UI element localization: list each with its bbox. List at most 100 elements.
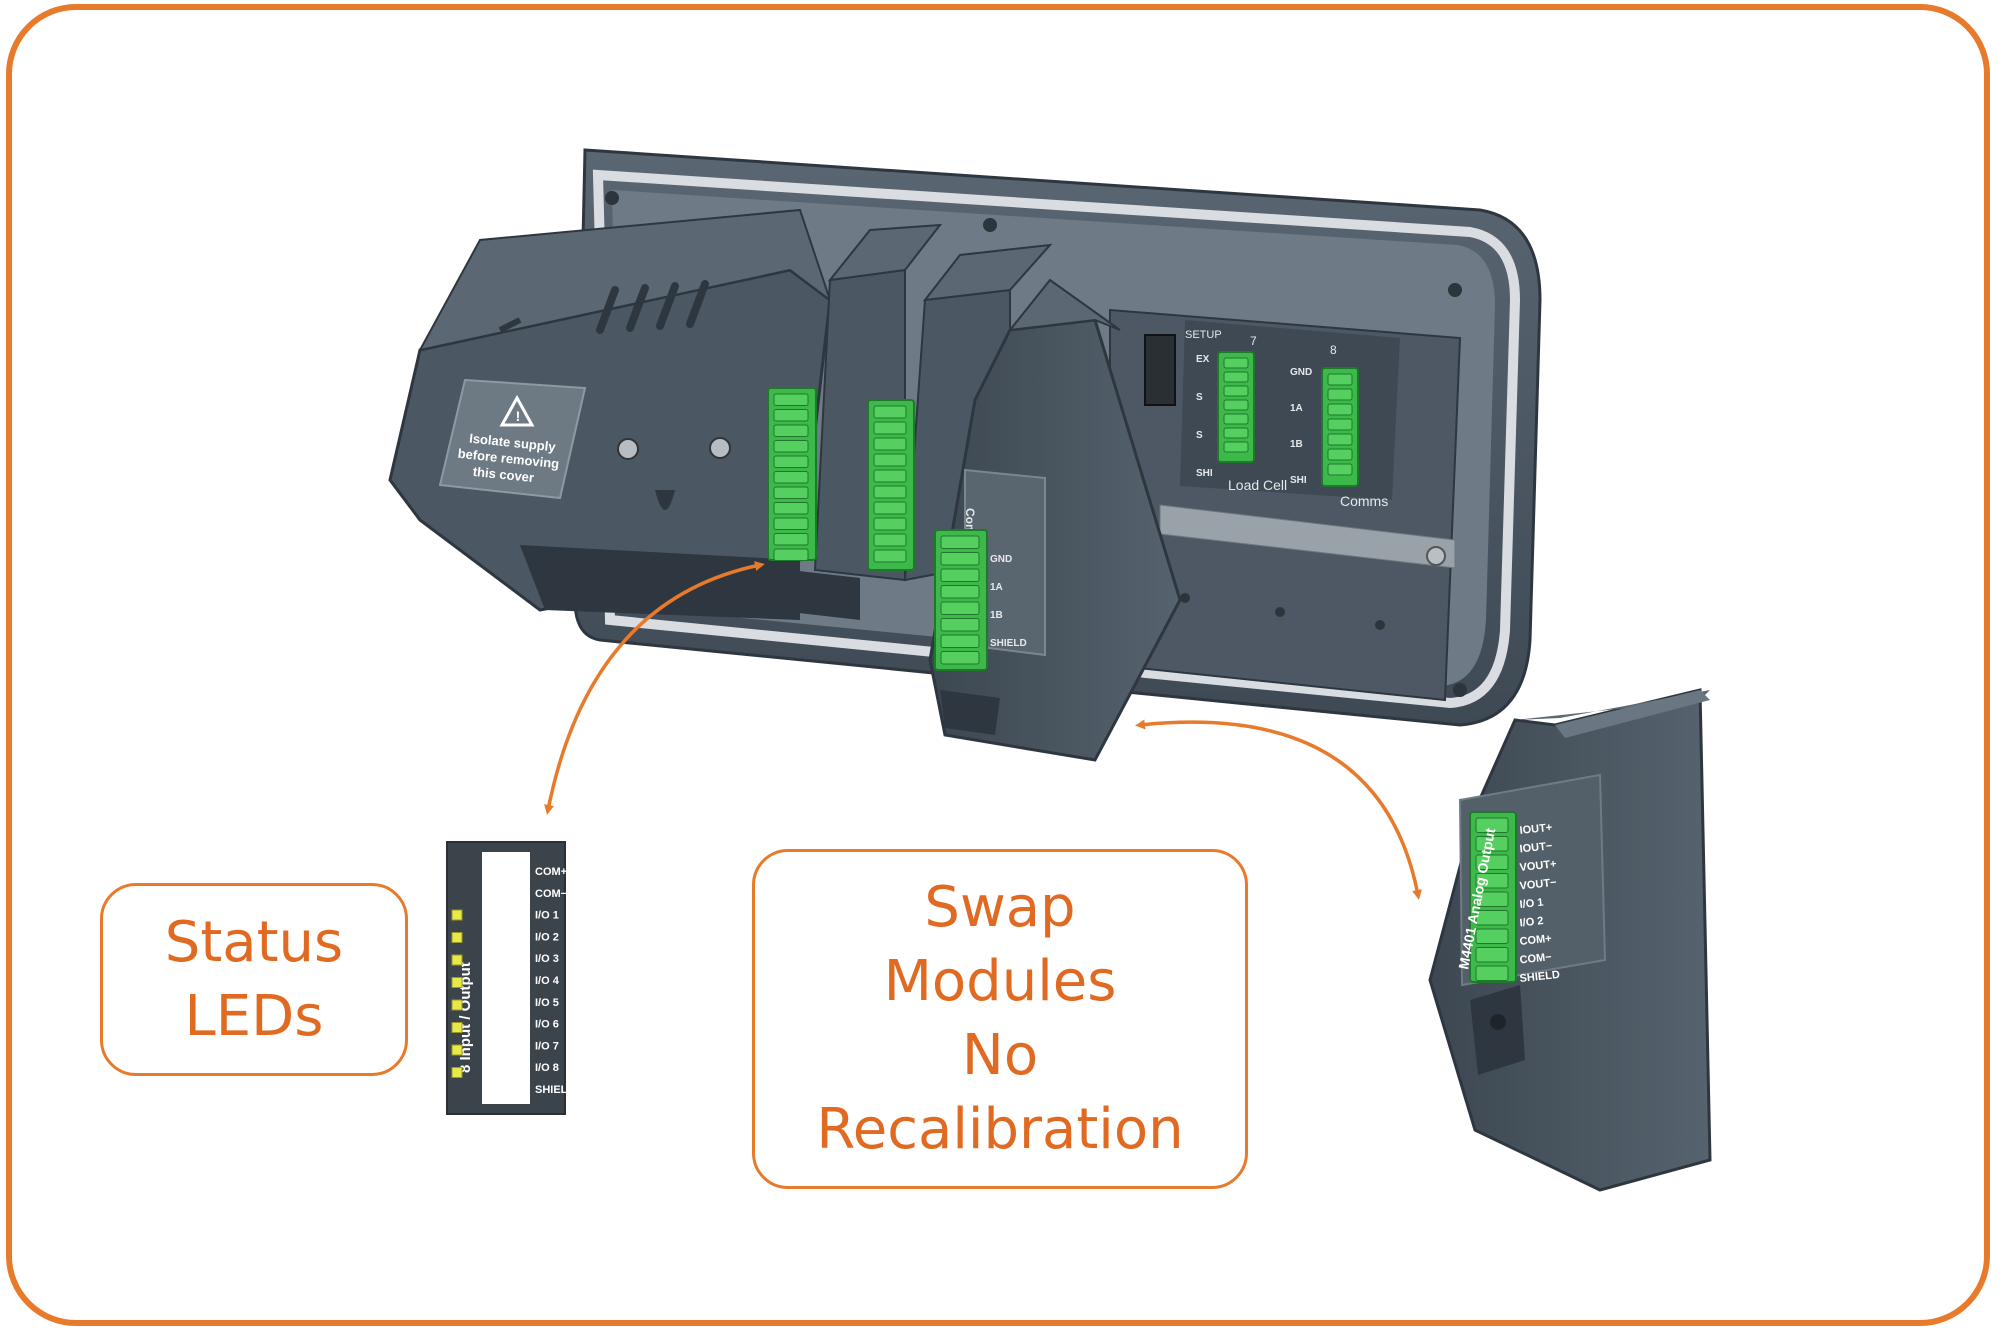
io-module-label-strip: 8 Input / Output COM+COM−I/O 1I/O 2I/O 3… [446, 841, 575, 1115]
terminal-pin [873, 533, 907, 547]
terminal-label: SHIELD [1519, 969, 1560, 985]
terminal-pin [1223, 357, 1249, 369]
terminal-pin [940, 618, 980, 632]
terminal-pin [1327, 418, 1353, 431]
terminal-label: VOUT− [1519, 877, 1557, 893]
terminal-label: I/O 1 [535, 910, 559, 922]
terminal-label: SHI [1290, 475, 1307, 486]
setup-label: SETUP [1185, 329, 1222, 341]
terminal-label: IOUT+ [1519, 822, 1553, 837]
terminal-pin [773, 471, 809, 484]
terminal-label: GND [990, 554, 1012, 565]
terminal-pin [1327, 388, 1353, 401]
terminal-label: EX [1196, 354, 1210, 365]
status-led [451, 999, 463, 1011]
status-led-arrow [544, 561, 765, 815]
terminal-label: S [1196, 392, 1203, 403]
terminal-pin [773, 502, 809, 515]
power-supply-cover: ! Isolate supply before removing this co… [388, 208, 832, 620]
terminal-pin [1327, 463, 1353, 476]
terminal-label: SHIELD [535, 1084, 575, 1096]
terminal-label: 1B [990, 610, 1003, 621]
terminal-label: I/O 7 [535, 1040, 559, 1052]
swap-line-2: Modules [883, 949, 1117, 1014]
terminal-pin [873, 421, 907, 435]
terminal-pin [873, 549, 907, 563]
terminal-label: I/O 6 [535, 1019, 559, 1031]
terminal-pin [773, 533, 809, 546]
terminal-label: I/O 8 [535, 1062, 559, 1074]
terminal-pin [940, 535, 980, 549]
status-led [451, 932, 463, 943]
terminal-label: SHI [1196, 468, 1213, 479]
terminal-pin [773, 548, 809, 561]
terminal-pin [940, 568, 980, 582]
terminal-pin [1327, 448, 1353, 461]
terminal-pin [1223, 427, 1249, 439]
terminal-label: IOUT− [1519, 840, 1553, 855]
terminal-pin [1327, 433, 1353, 446]
load-cell-connector: SETUP 7 EX S S SHI Load Cell [1185, 329, 1287, 493]
swap-modules-callout: Swap Modules No Recalibration [752, 849, 1248, 1189]
comms-label: Comms [1340, 493, 1388, 509]
connector-8-number: 8 [1330, 343, 1337, 357]
io-module-installed [767, 223, 943, 620]
terminal-pin [773, 409, 809, 422]
terminal-pin [773, 486, 809, 499]
terminal-pin [1475, 891, 1509, 907]
terminal-pin [1475, 817, 1509, 833]
load-cell-label: Load Cell [1228, 477, 1287, 493]
terminal-pin [1475, 928, 1509, 944]
swap-line-4: Recalibration [816, 1097, 1184, 1162]
terminal-pin [940, 552, 980, 566]
terminal-pin [1475, 965, 1509, 981]
terminal-label: I/O 5 [535, 997, 559, 1009]
connector-7-number: 7 [1250, 334, 1257, 348]
terminal-pin [873, 469, 907, 483]
terminal-label: I/O 1 [1519, 897, 1544, 911]
terminal-label: 1B [1290, 439, 1303, 450]
terminal-label: GND [1290, 367, 1312, 378]
terminal-pin [1475, 854, 1509, 870]
terminal-pin [1475, 910, 1509, 926]
terminal-label: I/O 2 [1519, 915, 1544, 929]
terminal-label: SHIELD [990, 638, 1027, 649]
terminal-pin [873, 501, 907, 515]
terminal-label: 1A [990, 582, 1003, 593]
outer-frame [6, 4, 1990, 1326]
terminal-label: I/O 2 [535, 931, 559, 943]
terminal-pin [773, 517, 809, 530]
terminal-pin [1223, 371, 1249, 383]
terminal-label: COM+ [535, 866, 567, 878]
terminal-pin [940, 651, 980, 665]
usb-port [1144, 334, 1176, 406]
terminal-pin [1223, 413, 1249, 425]
terminal-pin [1327, 403, 1353, 416]
terminal-pin [1327, 373, 1353, 386]
status-leds-line-2: LEDs [184, 983, 324, 1049]
status-led [451, 977, 463, 988]
terminal-pin [1223, 399, 1249, 411]
terminal-pin [873, 517, 907, 531]
terminal-label: S [1196, 430, 1203, 441]
terminal-pin [873, 453, 907, 467]
terminal-label: COM− [1519, 951, 1552, 966]
terminal-pin [873, 485, 907, 499]
warning-icon [499, 394, 535, 427]
terminal-pin [773, 393, 809, 406]
terminal-pin [873, 437, 907, 451]
analog-output-module: IOUT+IOUT−VOUT+VOUT−I/O 1I/O 2COM+COM−SH… [1428, 688, 1712, 1192]
terminal-pin [873, 405, 907, 419]
status-leds-callout: Status LEDs [100, 883, 408, 1076]
terminal-pin [773, 455, 809, 468]
status-led [451, 954, 463, 966]
status-led [451, 1067, 463, 1078]
terminal-pin [940, 634, 980, 648]
terminal-pin [1475, 873, 1509, 889]
terminal-pin [940, 601, 980, 615]
terminal-label: I/O 3 [535, 953, 559, 965]
terminal-pin [773, 424, 809, 437]
warning-line-3: this cover [472, 464, 535, 485]
